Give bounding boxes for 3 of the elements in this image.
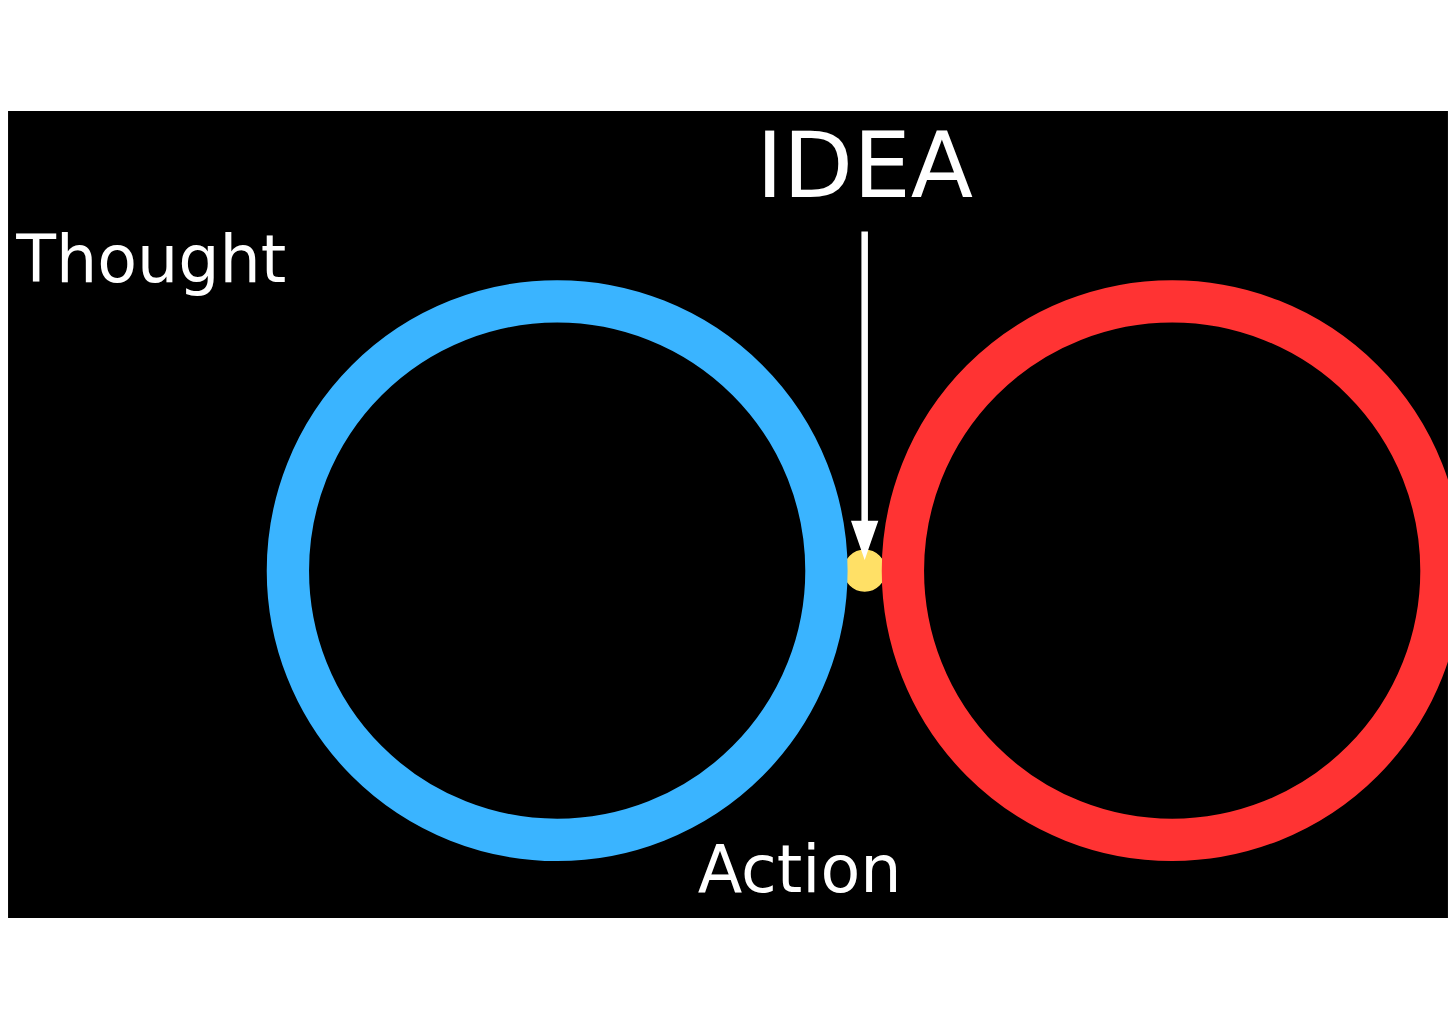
node-text: IDEA [756,111,974,218]
node-label: Action [697,831,902,907]
node-label: Thought [16,221,287,297]
